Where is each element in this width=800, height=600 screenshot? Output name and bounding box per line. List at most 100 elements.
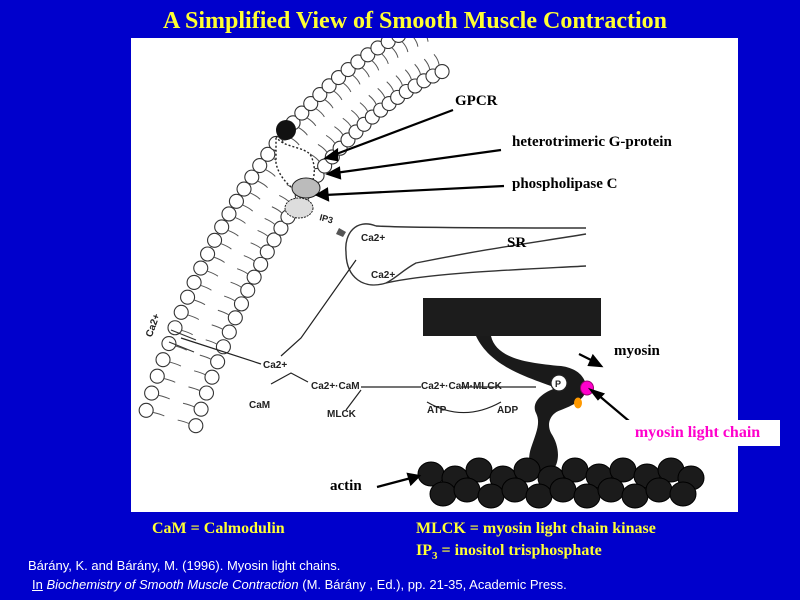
ip3-abbreviation: IP3 = inositol trisphosphate xyxy=(416,542,602,563)
lipid-head xyxy=(303,96,319,112)
lipid-tail xyxy=(193,370,206,376)
ca-cyto-text: Ca2+ xyxy=(263,360,287,371)
lipid-tail xyxy=(181,329,193,336)
lipid-tail xyxy=(391,47,399,58)
lipid-tail xyxy=(413,38,419,47)
lipid-tail xyxy=(361,67,370,78)
lipid-tail xyxy=(217,309,230,316)
atp-text: ATP xyxy=(427,405,447,416)
lipid-head xyxy=(186,274,202,290)
lipid-tail xyxy=(177,419,190,425)
lipid-head xyxy=(173,304,189,320)
ca-cam-text: Ca2+·CaM xyxy=(311,381,360,392)
lipid-tail xyxy=(377,87,386,99)
myosin-filament xyxy=(423,298,601,336)
lipid-tail xyxy=(220,243,232,250)
lipid-head xyxy=(260,146,276,162)
lipid-tail xyxy=(205,339,218,345)
lipid-head xyxy=(266,232,282,248)
actin-bead xyxy=(597,477,625,503)
lipid-tail xyxy=(404,69,412,81)
ca-channel-text: Ca2+ xyxy=(144,312,163,339)
lipid-tail xyxy=(163,377,176,383)
gpcr-label: GPCR xyxy=(455,93,498,109)
ligand xyxy=(276,120,296,140)
adp-text: ADP xyxy=(497,405,518,416)
lipid-tail xyxy=(200,284,212,291)
lipid-head xyxy=(200,246,216,262)
lipid-head xyxy=(138,402,154,418)
calcium-channel xyxy=(168,329,197,353)
myosin-head-neck xyxy=(476,336,586,477)
lipid-tail xyxy=(368,94,377,105)
sr-membrane-upper xyxy=(375,225,587,229)
lipid-tail xyxy=(265,169,276,177)
lipid-tail xyxy=(227,229,239,237)
lipid-tail xyxy=(211,324,224,330)
lipid-tail xyxy=(359,102,369,112)
actin-bead xyxy=(429,481,457,507)
page-title: A Simplified View of Smooth Muscle Contr… xyxy=(163,8,667,34)
lipid-tail xyxy=(279,194,290,203)
lipid-tail xyxy=(309,153,320,162)
lipid-tail xyxy=(433,54,440,66)
citation-line-1: Bárány, K. and Bárány, M. (1996). Myosin… xyxy=(28,558,341,573)
g-protein-shape xyxy=(291,177,321,199)
lipid-tail xyxy=(333,90,343,101)
actin-filament xyxy=(417,457,705,509)
lipid-head xyxy=(233,296,250,312)
actin-bead xyxy=(465,457,493,483)
actin-bead xyxy=(453,477,481,503)
lipid-head xyxy=(193,401,209,417)
lipid-tail xyxy=(401,41,409,53)
lipid-head xyxy=(240,282,256,298)
orange-light-chain-dot xyxy=(574,397,582,409)
lipid-head xyxy=(294,105,310,121)
lipid-tail xyxy=(352,74,361,85)
lipid-head xyxy=(204,369,220,385)
lipid-tail xyxy=(236,268,249,275)
lipid-tail xyxy=(325,134,336,144)
lipid-tail xyxy=(234,217,246,224)
cam-abbreviation: CaM = Calmodulin xyxy=(152,520,285,537)
lipid-tail xyxy=(206,270,219,277)
lipid-tail xyxy=(395,75,403,86)
lipid-head xyxy=(221,324,237,340)
lipid-head xyxy=(253,256,269,272)
lipid-head xyxy=(180,289,196,305)
actin-bead xyxy=(513,457,541,483)
lipid-head xyxy=(228,193,244,209)
p-text: P xyxy=(555,379,561,389)
lipid-head xyxy=(259,244,275,260)
myosin-light-chain-label: myosin light chain xyxy=(615,420,780,446)
lipid-tail xyxy=(188,386,201,392)
lipid-tail xyxy=(199,354,212,360)
mlck-abbreviation: MLCK = myosin light chain kinase xyxy=(416,520,656,537)
actin-bead xyxy=(669,481,697,507)
lipid-head xyxy=(167,320,183,336)
ca-sr-text-1: Ca2+ xyxy=(361,233,385,244)
lipid-tail xyxy=(152,411,165,417)
lipid-tail xyxy=(187,314,200,320)
lipid-head xyxy=(244,169,260,185)
lipid-tail xyxy=(351,109,360,120)
lipid-tail xyxy=(306,117,317,127)
lipid-head xyxy=(252,158,268,174)
lipid-tail xyxy=(426,38,429,42)
g-protein-label: heterotrimeric G-protein xyxy=(512,134,672,150)
diagram-panel: IP3 Ca2+ Ca2+ Ca2+ Ca2+ CaM Ca2+·CaM MLC… xyxy=(131,38,738,512)
lipid-tail xyxy=(342,117,352,128)
diagram-drawing: IP3 Ca2+ Ca2+ Ca2+ Ca2+ CaM Ca2+·CaM MLC… xyxy=(138,38,705,509)
lipid-tail xyxy=(423,58,431,70)
phosphate-circle xyxy=(550,374,568,392)
sr-membrane-lower xyxy=(385,265,587,284)
myosin-label: myosin xyxy=(614,343,660,359)
actin-bead xyxy=(621,483,649,509)
lipid-tail xyxy=(249,192,261,200)
actin-bead xyxy=(501,477,529,503)
cell-membrane xyxy=(138,38,450,434)
lipid-tail xyxy=(271,206,283,214)
lipid-head xyxy=(391,38,406,43)
lipid-tail xyxy=(243,255,255,262)
actin-bead xyxy=(525,483,553,509)
